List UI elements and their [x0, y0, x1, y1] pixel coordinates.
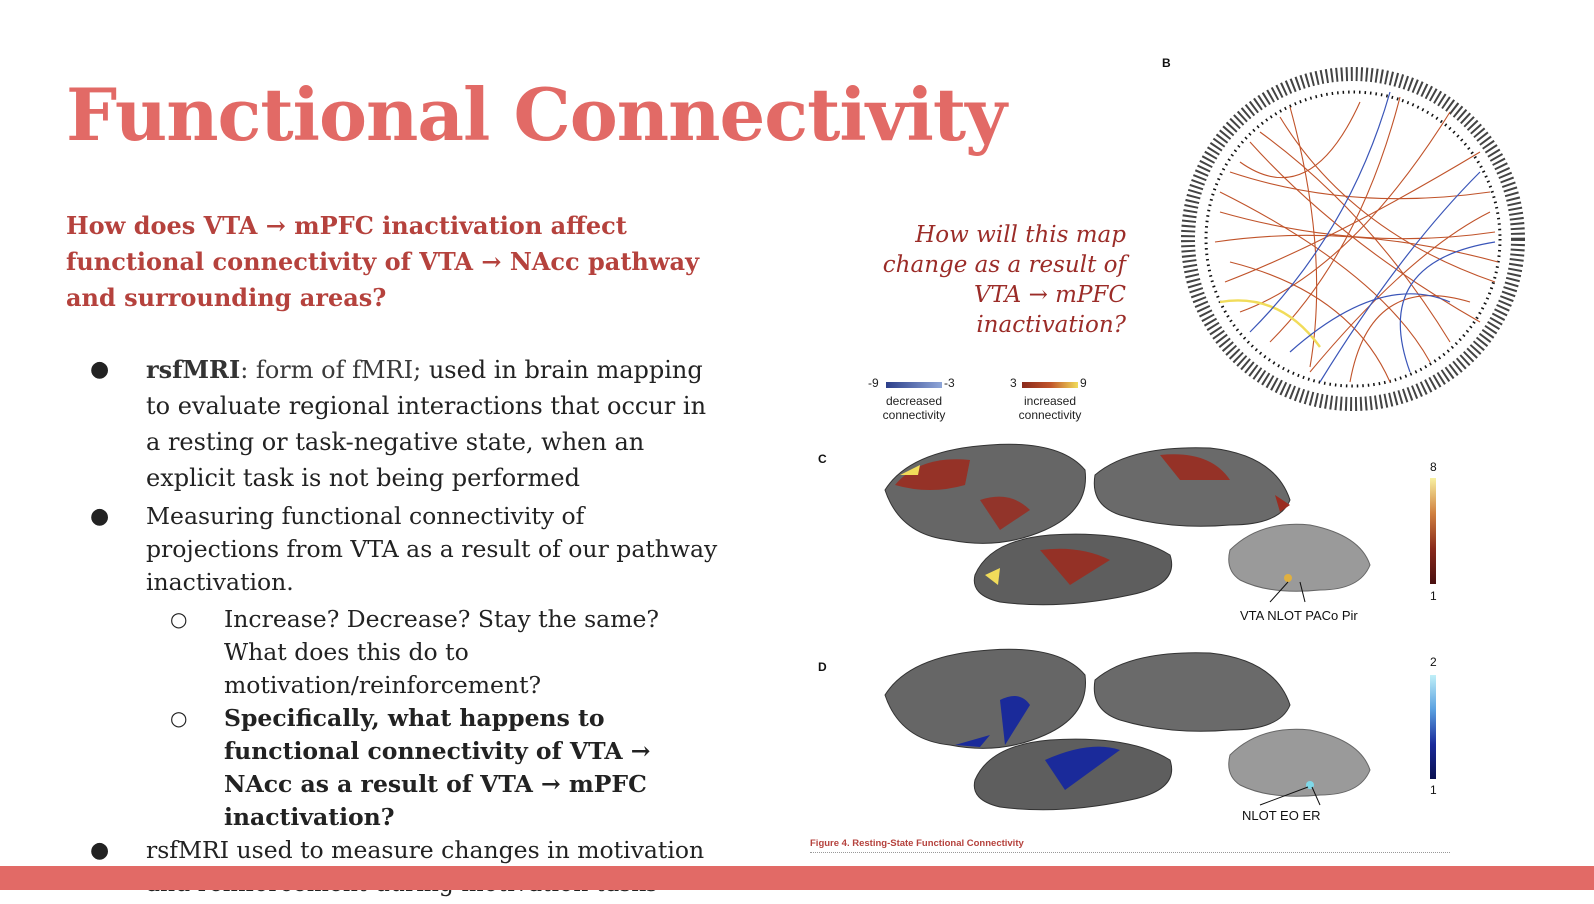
increased-max: 9: [1080, 376, 1087, 390]
connectogram-strong-links: [1219, 299, 1321, 348]
bullet-dot: ●: [90, 838, 110, 863]
medial-hemisphere: [1093, 447, 1291, 527]
decreased-max: -3: [944, 376, 955, 390]
sub-bullet-circle: ○: [170, 706, 188, 730]
bullet-rsfmri: ● rsfMRI: form of fMRI; used in brain ma…: [90, 352, 720, 496]
sub-bullet-text: Specifically, what happens to functional…: [224, 704, 651, 831]
connectogram-figure: [1181, 67, 1525, 411]
sub-bullet-specifically: ○ Specifically, what happens to function…: [90, 702, 720, 834]
bullet-text: used in brain mapping to evaluate region…: [146, 356, 707, 492]
footer-bar: [0, 866, 1594, 890]
bullet-text: Measuring functional connectivity of pro…: [146, 502, 718, 596]
panel-c-letter: C: [818, 452, 827, 466]
sub-bullet-increase: ○ Increase? Decrease? Stay the same? Wha…: [90, 603, 720, 702]
lateral-hemisphere: [884, 443, 1086, 544]
connectogram-decreased-links: [1249, 91, 1496, 383]
connectogram-label-ring: [1181, 67, 1525, 411]
panel-b-letter: B: [1162, 56, 1171, 70]
slide-title: Functional Connectivity: [66, 72, 1007, 157]
panel-d-letter: D: [818, 660, 827, 674]
colorbar-d: [1430, 675, 1436, 779]
decreased-min: -9: [868, 376, 879, 390]
brain-surface-panel-c: [884, 443, 1371, 606]
bullet-measuring: ● Measuring functional connectivity of p…: [90, 500, 720, 599]
colorbar-c: [1430, 478, 1436, 584]
bullet-dot: ●: [90, 357, 110, 382]
figure-caption: Figure 4. Resting-State Functional Conne…: [810, 838, 1024, 849]
increased-min: 3: [1010, 376, 1017, 390]
bullet-dot: ●: [90, 504, 110, 529]
roi-labels-c: VTA NLOT PACo Pir: [1240, 608, 1358, 623]
sub-bullet-text: Increase? Decrease? Stay the same? What …: [224, 605, 659, 699]
term-definition: : form of fMRI;: [240, 356, 422, 384]
sub-bullet-circle: ○: [170, 607, 188, 631]
scale-c-top: 8: [1430, 460, 1437, 474]
brain-surface-panel-d: [884, 648, 1371, 811]
caption-cutoff-line: [810, 852, 1450, 855]
map-question: How will this map change as a result of …: [882, 222, 1126, 338]
term-rsfmri: rsfMRI: [146, 355, 241, 384]
lateral-activation: [895, 459, 970, 490]
decreased-label: decreased connectivity: [882, 394, 946, 422]
increased-label: increased connectivity: [1018, 394, 1082, 422]
decreased-colorbar: [886, 382, 942, 388]
increased-colorbar: [1022, 382, 1078, 388]
research-question: How does VTA → mPFC inactivation affect …: [66, 211, 700, 312]
roi-labels-d: NLOT EO ER: [1242, 808, 1321, 823]
connectogram-increased-links: [1214, 96, 1499, 383]
bullet-list: ● rsfMRI: form of fMRI; used in brain ma…: [90, 352, 720, 904]
scale-d-bottom: 1: [1430, 783, 1437, 797]
subcortical-section: [1228, 523, 1371, 592]
scale-d-top: 2: [1430, 655, 1437, 669]
scale-c-bottom: 1: [1430, 589, 1437, 603]
